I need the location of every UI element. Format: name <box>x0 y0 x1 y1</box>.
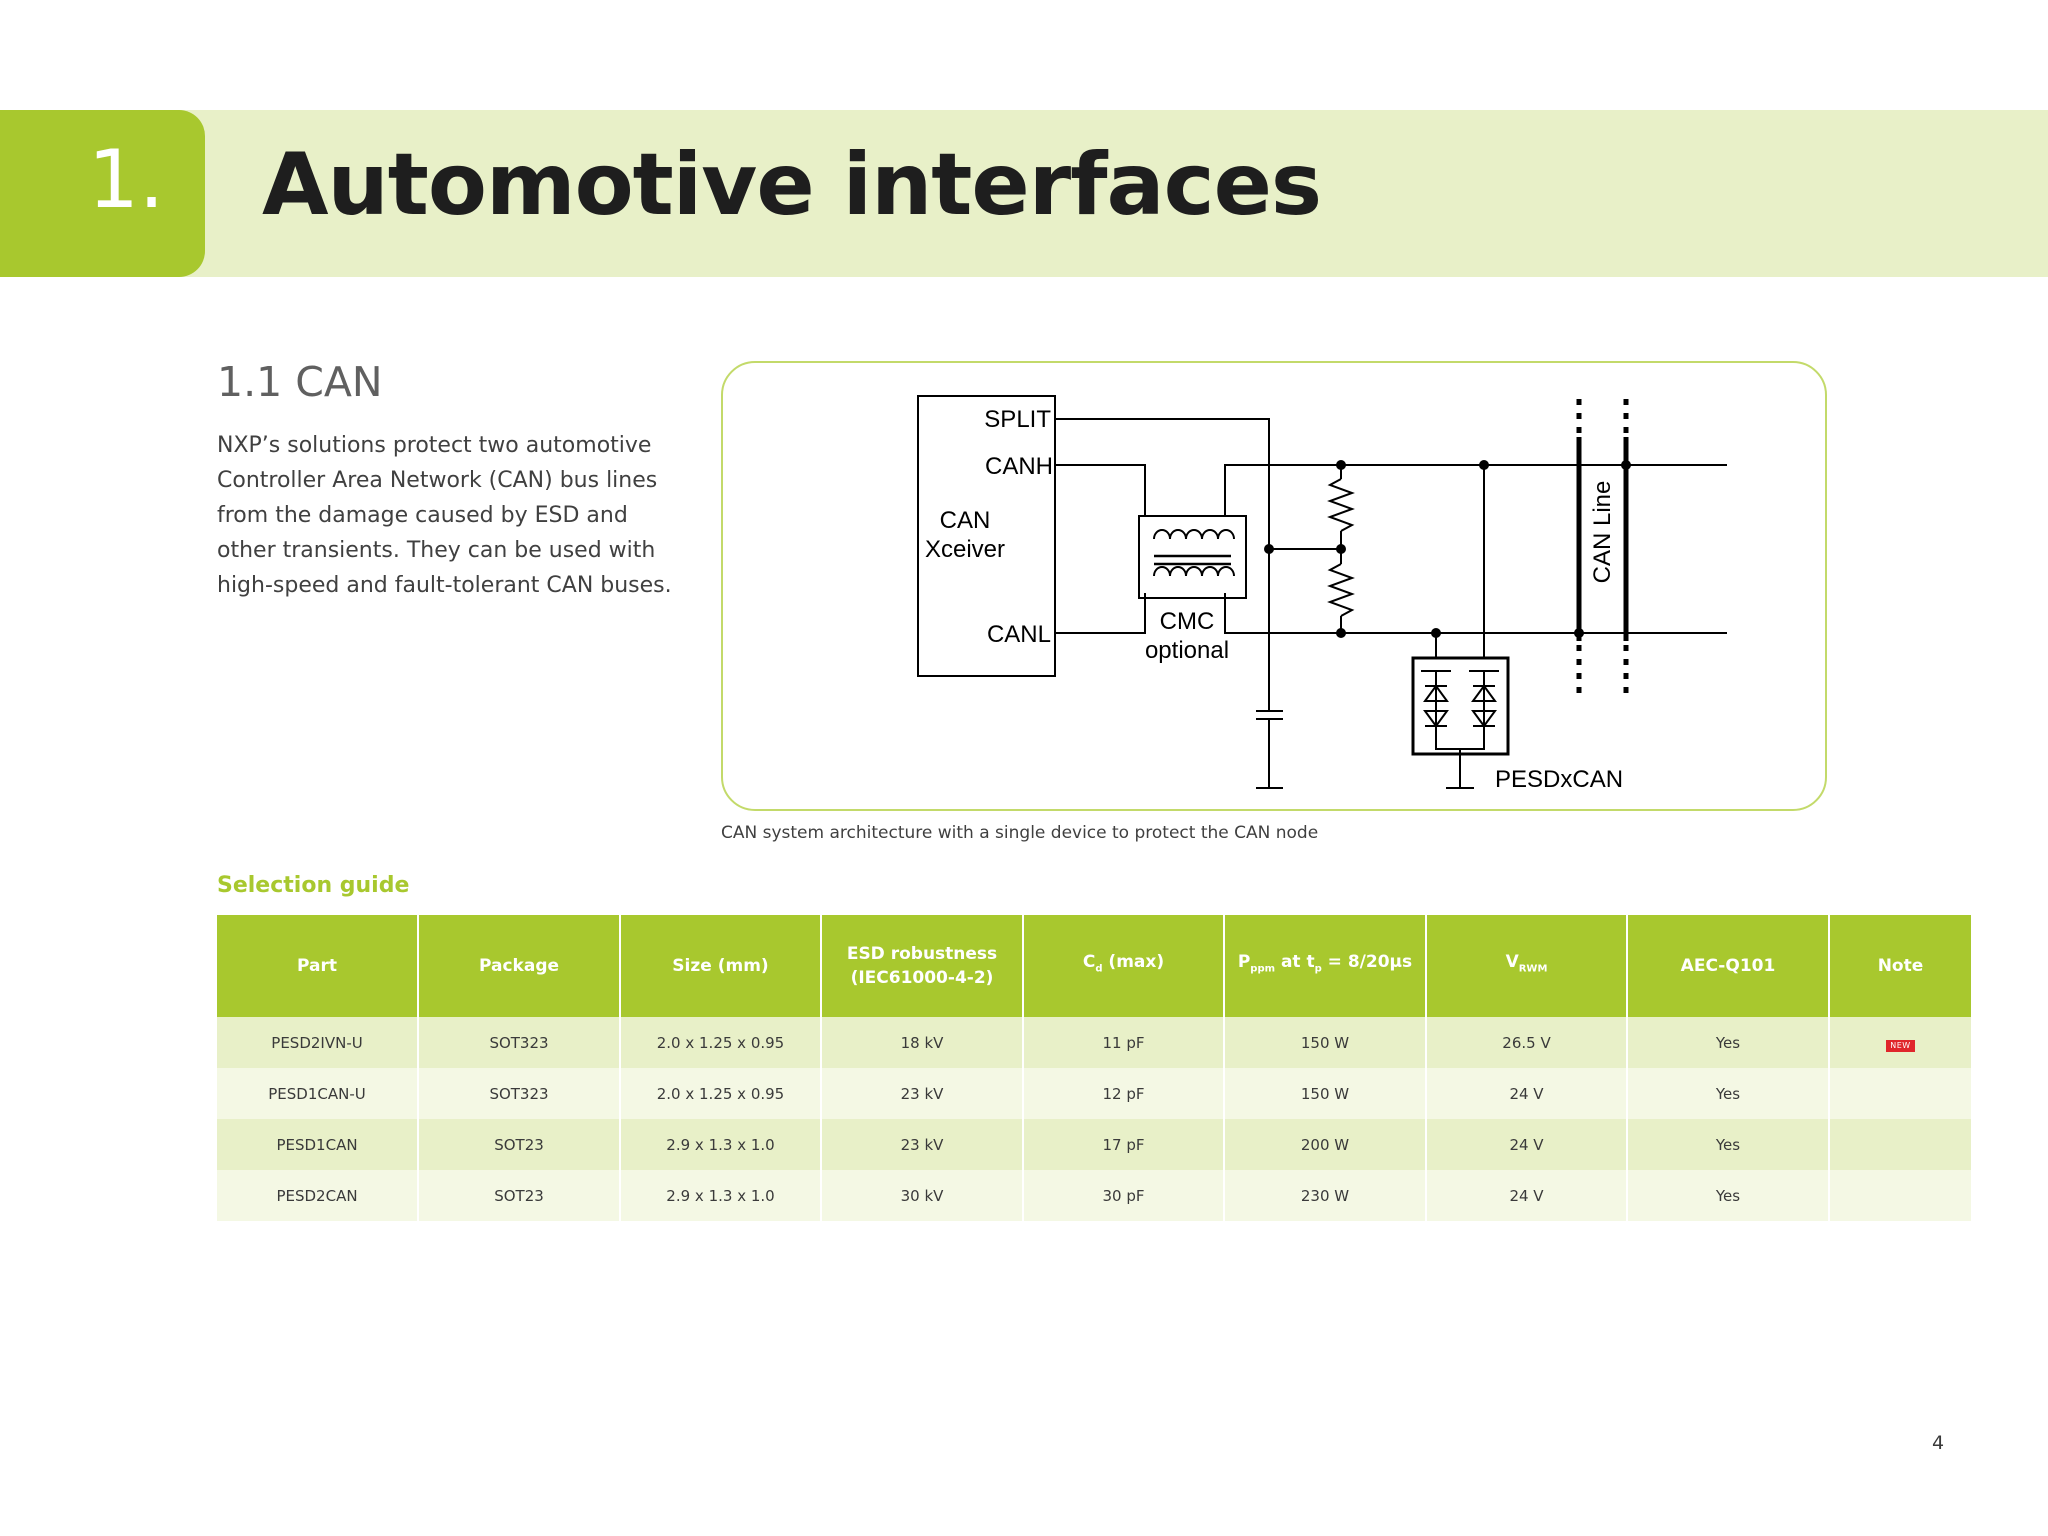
section-heading: 1.1 CAN <box>217 358 383 406</box>
col-note: Note <box>1829 915 1971 1017</box>
cell-size: 2.0 x 1.25 x 0.95 <box>620 1017 822 1068</box>
cell-package: SOT23 <box>418 1119 621 1170</box>
canl-wire <box>1055 593 1146 634</box>
col-part: Part <box>217 915 419 1017</box>
intro-paragraph: NXP’s solutions protect two automotive C… <box>217 433 672 598</box>
cell-note <box>1829 1119 1971 1170</box>
chapter-tab <box>0 110 205 277</box>
resistor-top <box>1327 478 1355 532</box>
cell-aec: Yes <box>1627 1170 1830 1221</box>
chapter-title: Automotive interfaces <box>262 135 1322 235</box>
transceiver-box <box>917 395 1056 677</box>
cell-size: 2.0 x 1.25 x 0.95 <box>620 1068 822 1119</box>
cell-part: PESD2IVN-U <box>217 1017 419 1068</box>
label-can: CAN <box>940 507 991 534</box>
new-badge: NEW <box>1886 1039 1915 1052</box>
cell-aec: Yes <box>1627 1017 1830 1068</box>
resistor-bottom <box>1327 563 1355 617</box>
diagram-caption: CAN system architecture with a single de… <box>721 823 1319 843</box>
table-row: PESD2IVN-U SOT323 2.0 x 1.25 x 0.95 18 k… <box>217 1017 1971 1068</box>
col-aec: AEC-Q101 <box>1627 915 1830 1017</box>
col-size: Size (mm) <box>620 915 822 1017</box>
cell-vrwm: 26.5 V <box>1426 1017 1628 1068</box>
selection-guide-table: Part Package Size (mm) ESD robustness(IE… <box>217 915 1971 1221</box>
cell-package: SOT323 <box>418 1017 621 1068</box>
cell-esd: 30 kV <box>821 1170 1024 1221</box>
junction-dots <box>1264 460 1631 638</box>
cell-ppm: 230 W <box>1224 1170 1427 1221</box>
chapter-header-band <box>0 110 2048 277</box>
diagram-frame <box>721 361 1827 811</box>
cell-esd: 23 kV <box>821 1119 1024 1170</box>
canh-wire <box>1055 464 1146 516</box>
cell-cd: 17 pF <box>1023 1119 1225 1170</box>
cell-ppm: 150 W <box>1224 1068 1427 1119</box>
chapter-number: 1. <box>88 133 165 226</box>
col-esd: ESD robustness(IEC61000-4-2) <box>821 915 1024 1017</box>
label-split: SPLIT <box>984 406 1051 433</box>
table-header-row: Part Package Size (mm) ESD robustness(IE… <box>217 915 1971 1017</box>
cell-cd: 11 pF <box>1023 1017 1225 1068</box>
page-number: 4 <box>1932 1432 1945 1454</box>
label-canl: CANL <box>987 621 1051 648</box>
cell-package: SOT323 <box>418 1068 621 1119</box>
cell-part: PESD2CAN <box>217 1170 419 1221</box>
cell-aec: Yes <box>1627 1068 1830 1119</box>
cell-note <box>1829 1068 1971 1119</box>
cell-size: 2.9 x 1.3 x 1.0 <box>620 1170 822 1221</box>
cell-vrwm: 24 V <box>1426 1068 1628 1119</box>
cell-ppm: 150 W <box>1224 1017 1427 1068</box>
cell-vrwm: 24 V <box>1426 1119 1628 1170</box>
table-row: PESD1CAN SOT23 2.9 x 1.3 x 1.0 23 kV 17 … <box>217 1119 1971 1170</box>
label-cmc: CMC <box>1160 608 1215 635</box>
label-pesdxcan: PESDxCAN <box>1495 766 1623 793</box>
cell-esd: 23 kV <box>821 1068 1024 1119</box>
can-circuit-diagram: SPLIT CANH CAN Xceiver CANL CMC optional… <box>917 395 1727 793</box>
col-ppm: Pppm at tp = 8/20µs <box>1224 915 1427 1017</box>
col-cd: Cd (max) <box>1023 915 1225 1017</box>
cell-ppm: 200 W <box>1224 1119 1427 1170</box>
cell-esd: 18 kV <box>821 1017 1024 1068</box>
cell-note: NEW <box>1829 1017 1971 1068</box>
table-row: PESD1CAN-U SOT323 2.0 x 1.25 x 0.95 23 k… <box>217 1068 1971 1119</box>
label-xceiver: Xceiver <box>925 536 1005 563</box>
label-can-line: CAN Line <box>1589 481 1616 584</box>
col-package: Package <box>418 915 621 1017</box>
table-row: PESD2CAN SOT23 2.9 x 1.3 x 1.0 30 kV 30 … <box>217 1170 1971 1221</box>
cell-note <box>1829 1170 1971 1221</box>
cell-package: SOT23 <box>418 1170 621 1221</box>
cell-size: 2.9 x 1.3 x 1.0 <box>620 1119 822 1170</box>
cell-cd: 30 pF <box>1023 1170 1225 1221</box>
cmc-box <box>1138 515 1247 599</box>
label-optional: optional <box>1145 637 1229 664</box>
selection-guide-heading: Selection guide <box>217 873 410 898</box>
split-wire <box>1055 418 1270 711</box>
cell-aec: Yes <box>1627 1119 1830 1170</box>
cell-vrwm: 24 V <box>1426 1170 1628 1221</box>
col-vrwm: VRWM <box>1426 915 1628 1017</box>
cell-part: PESD1CAN-U <box>217 1068 419 1119</box>
cell-part: PESD1CAN <box>217 1119 419 1170</box>
label-canh: CANH <box>985 453 1053 480</box>
cell-cd: 12 pF <box>1023 1068 1225 1119</box>
pesd-box <box>1411 656 1510 756</box>
